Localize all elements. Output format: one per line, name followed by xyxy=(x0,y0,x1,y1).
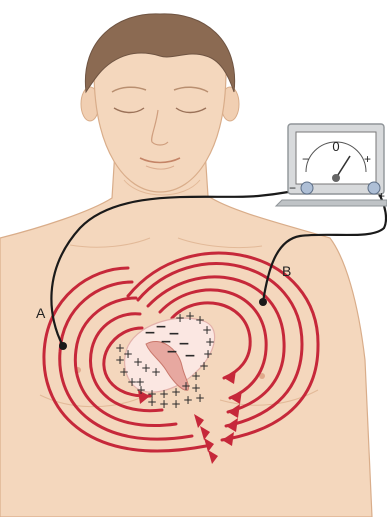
charge-positive: + xyxy=(123,347,133,361)
meter-scale-minus: − xyxy=(302,152,309,166)
charge-positive: + xyxy=(119,365,129,379)
charge-positive: + xyxy=(185,309,195,323)
charge-negative: − xyxy=(166,344,178,360)
electrode-label-b: B xyxy=(282,263,291,279)
human-head xyxy=(81,14,239,192)
charge-positive: + xyxy=(147,395,157,409)
galvanometer: 0 − + − + xyxy=(276,124,387,206)
terminal-minus-label: − xyxy=(289,181,296,195)
charge-negative: − xyxy=(144,325,156,341)
electrode-label-a: A xyxy=(36,305,46,321)
terminal-plus-label: + xyxy=(378,189,385,203)
electrode-icon xyxy=(59,342,67,350)
charge-positive: + xyxy=(175,311,185,325)
terminal-minus-icon xyxy=(301,182,313,194)
charge-positive: + xyxy=(195,391,205,405)
charge-negative: − xyxy=(155,319,167,335)
charge-positive: + xyxy=(171,397,181,411)
electrode-icon xyxy=(259,298,267,306)
charge-negative: − xyxy=(184,348,196,364)
charge-positive: + xyxy=(159,397,169,411)
charge-positive: + xyxy=(181,379,191,393)
charge-positive: + xyxy=(135,375,145,389)
meter-reading: 0 xyxy=(332,139,339,154)
charge-positive: + xyxy=(151,365,161,379)
charge-positive: + xyxy=(141,361,151,375)
meter-scale-plus: + xyxy=(364,152,371,166)
charge-positive: + xyxy=(183,393,193,407)
